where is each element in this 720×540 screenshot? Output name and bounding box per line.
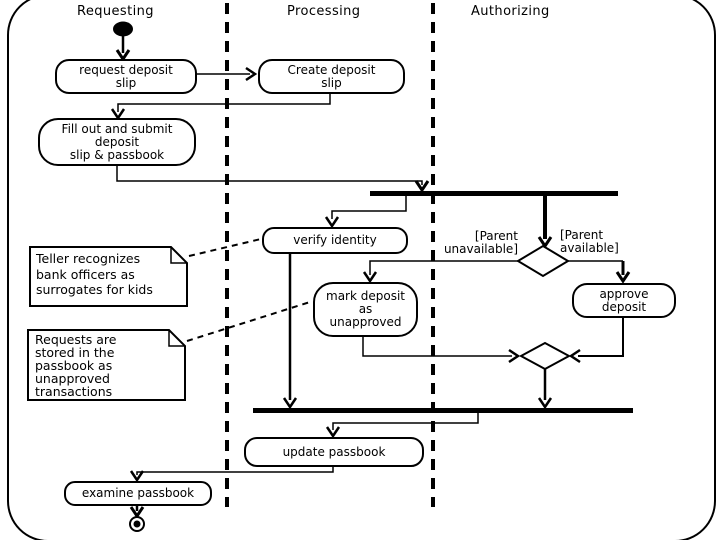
lane-header-processing: Processing: [287, 4, 361, 19]
activity-examine-passbook: examine passbook: [64, 481, 212, 506]
initial-node-icon: [113, 21, 133, 37]
activity-mark-deposit-unapproved: mark deposit as unapproved: [313, 282, 418, 337]
connectors: [116, 36, 625, 511]
activity-request-deposit-slip: request deposit slip: [55, 59, 197, 94]
lane-header-authorizing: Authorizing: [471, 4, 550, 19]
final-node-icon: [129, 516, 145, 532]
decision-diamond: [516, 244, 570, 278]
activity-fill-out-and-submit: Fill out and submit deposit slip & passb…: [38, 118, 196, 166]
note-requests-stored: Requests are stored in the passbook as u…: [35, 332, 117, 399]
guard-parent-available: [Parent available]: [560, 228, 619, 255]
diagram-frame: [7, 0, 716, 540]
join-bar: [253, 408, 633, 413]
guard-parent-unavailable: [Parent unavailable]: [443, 229, 518, 256]
note-teller-recognizes: Teller recognizes bank officers as surro…: [36, 251, 153, 297]
lane-header-requesting: Requesting: [77, 4, 154, 19]
merge-diamond: [518, 341, 572, 371]
activity-create-deposit-slip: Create deposit slip: [258, 59, 405, 94]
note-connectors: [186, 238, 311, 342]
note-shapes: [27, 246, 188, 401]
activity-update-passbook: update passbook: [244, 437, 424, 467]
activity-verify-identity: verify identity: [262, 227, 408, 254]
activity-approve-deposit: approve deposit: [572, 283, 676, 318]
fork-bar: [370, 191, 618, 196]
